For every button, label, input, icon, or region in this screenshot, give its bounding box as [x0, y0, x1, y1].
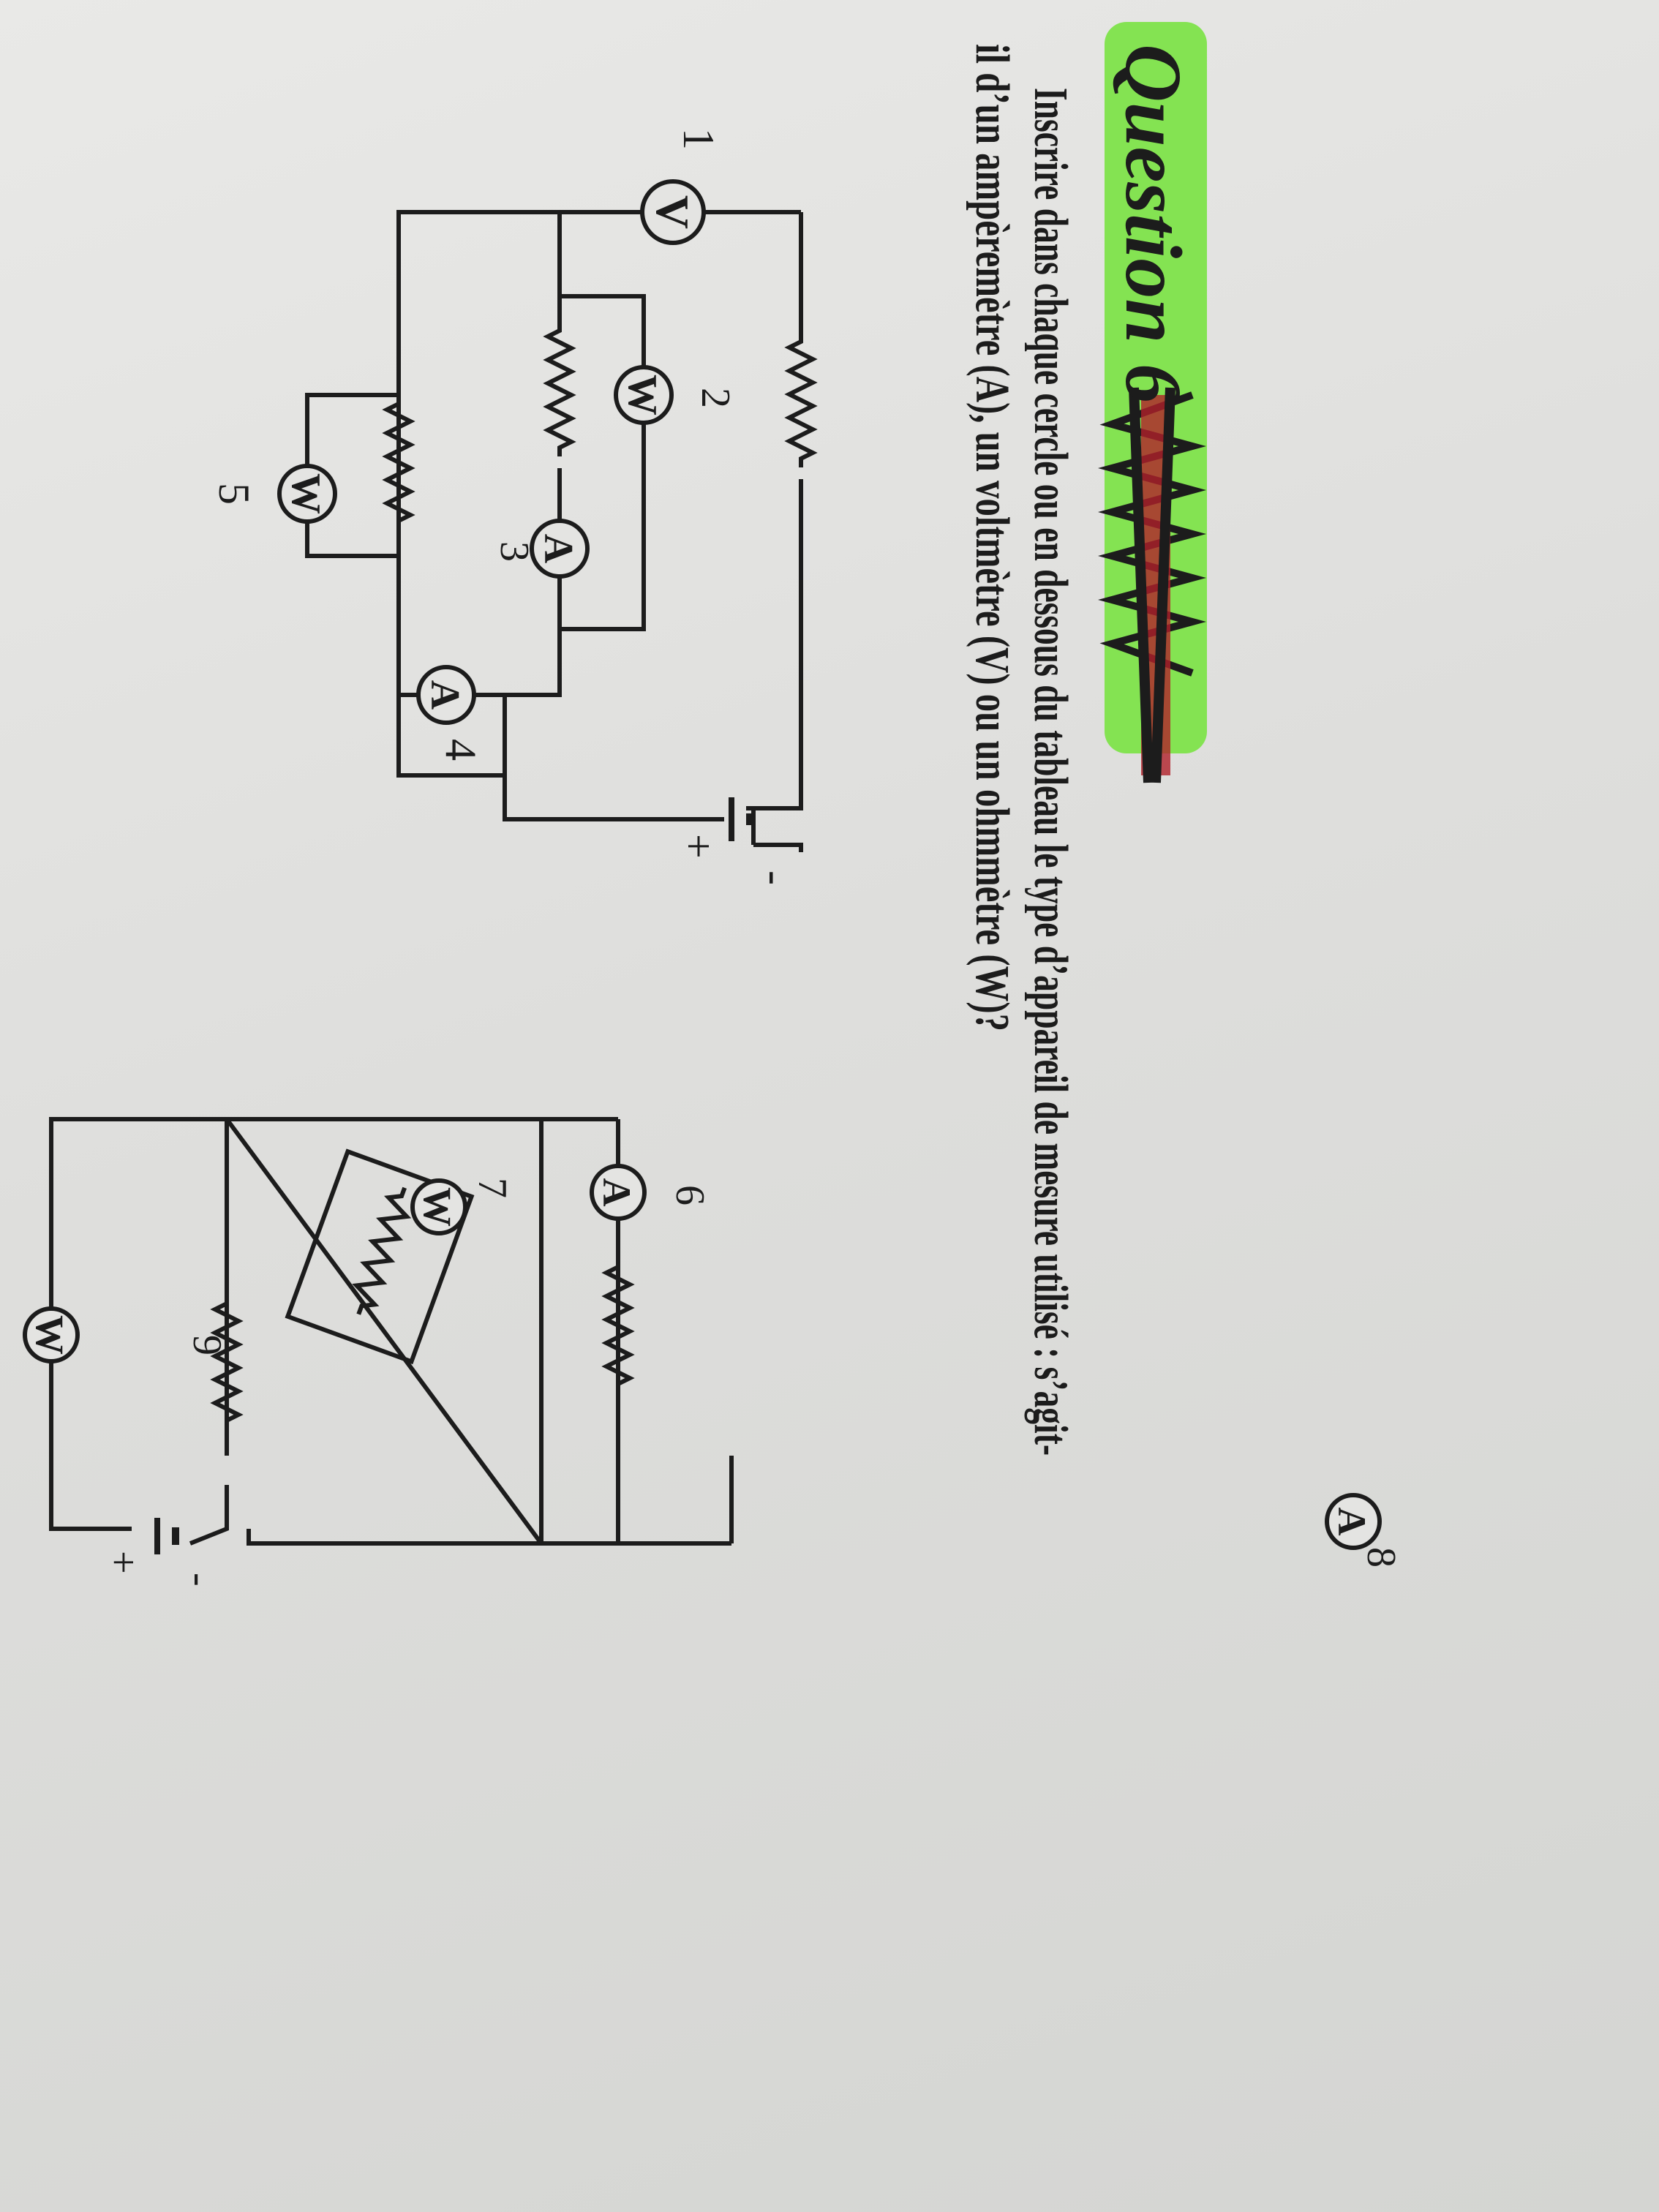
meter-6[interactable]: A: [590, 1164, 647, 1221]
wire: [505, 212, 646, 697]
meter-6-number: 6: [667, 1185, 712, 1205]
meter-1[interactable]: V: [640, 179, 706, 245]
meter-9-number: 9: [184, 1335, 230, 1355]
question-header: Question 6 Inscrire dans chaque cercle o…: [966, 22, 1207, 1456]
wire: [305, 393, 399, 558]
resistor-6: [606, 1258, 630, 1393]
battery-bottom-positive: +: [100, 1551, 146, 1574]
battery-top: [729, 797, 753, 841]
meter-4-answer: A: [422, 680, 467, 710]
wire: [503, 695, 724, 821]
meter-3-number: 3: [492, 541, 537, 562]
meter-7[interactable]: W: [410, 1178, 467, 1235]
instruction-line-1: Inscrire dans chaque cercle ou en dessou…: [1024, 88, 1077, 1456]
meter-8-number: 8: [1358, 1547, 1404, 1568]
meter-4-number: 4: [437, 739, 485, 761]
wire: [49, 1117, 227, 1531]
meter-2-answer: W: [620, 375, 665, 415]
wire: [746, 212, 803, 852]
meter-4[interactable]: A: [416, 665, 476, 725]
meter-6-answer: A: [595, 1178, 639, 1207]
meter-2-number: 2: [693, 388, 738, 408]
meter-1-answer: V: [647, 195, 699, 229]
meter-3[interactable]: A: [530, 519, 590, 579]
resistor-bottom: [387, 395, 410, 530]
battery-bottom-negative: -: [177, 1573, 222, 1587]
meter-2[interactable]: W: [614, 365, 674, 425]
meter-9[interactable]: W: [23, 1306, 80, 1363]
meter-7-answer: W: [415, 1187, 459, 1227]
meter-7-number: 7: [470, 1178, 515, 1198]
meter-5-number: 5: [210, 483, 258, 505]
meter-5[interactable]: W: [277, 464, 337, 524]
battery-bottom: [154, 1518, 179, 1554]
meter-5-answer: W: [283, 473, 328, 514]
instruction-line-2: il d’un ampèremètre (A), un voltmètre (V…: [966, 44, 1019, 1031]
circuit-top: [305, 210, 813, 852]
title-scribble: [1097, 387, 1207, 783]
circuit-bottom: [49, 1117, 734, 1554]
meter-8-answer: A: [1330, 1508, 1374, 1536]
resistor-middle: [548, 322, 571, 456]
meter-3-answer: A: [535, 534, 581, 564]
wire: [396, 210, 801, 778]
question-title: Question 6: [1109, 44, 1198, 404]
wire: [225, 1117, 541, 1456]
battery-top-negative: -: [751, 870, 800, 885]
wire: [189, 1456, 734, 1546]
title-highlight: [1105, 22, 1207, 753]
meter-1-number: 1: [674, 128, 723, 150]
resistor-9: [215, 1295, 238, 1429]
resistor-top: [789, 333, 813, 467]
resistor-7-frame: [285, 1148, 475, 1365]
meter-8[interactable]: A: [1325, 1493, 1382, 1550]
battery-top-positive: +: [674, 834, 723, 859]
meter-9-answer: W: [28, 1315, 72, 1355]
